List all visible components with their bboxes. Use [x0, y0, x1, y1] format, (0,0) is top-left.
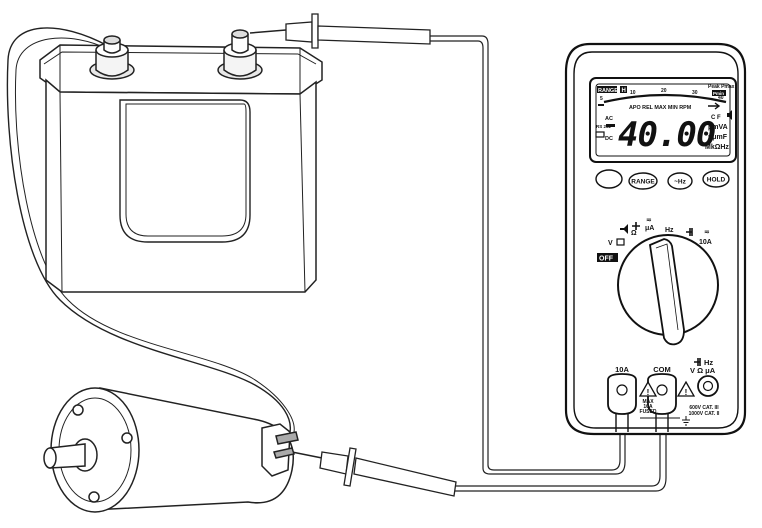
lcd-beep-icon [727, 110, 732, 120]
hz-button-label: ~Hz [674, 179, 686, 186]
range-button-label: RANGE [631, 179, 655, 186]
hold-button-label: HOLD [707, 177, 726, 184]
jack-cat-line1: 600V CAT. III [689, 405, 719, 411]
dial-continuity-icon [620, 224, 628, 234]
dial-hz-label: Hz [665, 227, 674, 234]
test-probe-upper [249, 13, 431, 49]
jack-max-line3: FUSED [640, 409, 657, 415]
lcd-h-flag: H [622, 88, 626, 94]
dial-ua-label: μA [645, 225, 654, 232]
dial-ohm-label: Ω [631, 230, 637, 237]
dial-capacitor-icon [686, 228, 693, 236]
digital-multimeter: RANGE H 5 10 20 30 40 Peak Pmax Pmin APO… [564, 42, 747, 436]
dial-diode-icon [632, 222, 640, 230]
black-lead-lower-inner [455, 430, 667, 492]
lcd-mode-row: APO REL MAX MIN RPM [629, 105, 692, 111]
capacitor-terminal-right [217, 29, 263, 80]
lcd-battery-icon [595, 131, 605, 138]
capacitor [39, 29, 323, 293]
lcd-dc-label: DC [605, 136, 613, 142]
input-jacks: 10A COM Hz V Ω μA ! ! MAX 10A FUSED [607, 358, 720, 432]
jack-cat-line2: 1000V CAT. II [689, 411, 720, 417]
lcd-arrow-icon [708, 102, 721, 110]
lcd-range-flag: RANGE [598, 88, 618, 94]
lcd-unit-nmf: nμmF [708, 134, 728, 141]
dial-off-label: OFF [599, 256, 614, 263]
meter-power-button[interactable] [595, 169, 623, 189]
dial-10a-label: 10A [699, 239, 712, 246]
lcd-ac-label: AC [605, 116, 613, 122]
hold-button[interactable]: HOLD [702, 170, 730, 188]
dial-v-ac-icon [616, 238, 625, 246]
range-button[interactable]: RANGE [628, 172, 658, 190]
lcd-scale-10: 10 [630, 90, 636, 96]
black-lead-lower [455, 430, 661, 487]
warning-triangle-right-icon [676, 380, 696, 397]
lcd-unit-mva: μmVA [708, 124, 728, 131]
capacitor-terminal-left [89, 35, 135, 80]
jack-vohm-label: V Ω μA [690, 366, 716, 375]
capacitor-panel [119, 99, 251, 243]
red-lead-upper-inner [430, 40, 626, 475]
electric-motor [43, 387, 299, 513]
selector-knob[interactable] [649, 238, 685, 346]
test-probe-lower [291, 447, 457, 497]
svg-text:!: ! [685, 388, 688, 397]
rotary-selector: Ω ≂ μA Hz ≂ 10A V OFF [597, 217, 719, 346]
lcd-side-label: RS 232 [596, 124, 612, 129]
capacitor-body [45, 78, 317, 293]
lcd-bargraph [603, 93, 727, 104]
lcd-unit-mkohz: MkΩHz [705, 144, 729, 151]
lcd-peak-label: Peak Pmax [708, 84, 735, 90]
ground-symbol-icon [682, 416, 690, 426]
jack-com-label: COM [653, 365, 671, 374]
lcd-scale-5: 5 [600, 96, 603, 102]
lcd-reading: 40.00 [618, 115, 715, 155]
lcd-scale-40: 40 [718, 95, 724, 101]
dial-v-label: V [608, 240, 613, 247]
dial-a-wave-symbol: ≂ [704, 229, 710, 236]
dial-wave-symbol: ≂ [646, 217, 652, 224]
lcd-scale-20: 20 [661, 88, 667, 94]
jack-max-line2: 10A [643, 404, 653, 410]
warning-triangle-left-icon [638, 380, 658, 397]
hz-button[interactable]: ~Hz [667, 172, 693, 190]
lcd-scale-30: 30 [692, 90, 698, 96]
meter-buttons: RANGE ~Hz HOLD [595, 169, 730, 190]
svg-text:!: ! [647, 388, 650, 397]
jack-hz-label: Hz [704, 358, 713, 367]
lcd-peak-sub: Pmin [713, 91, 724, 96]
lcd-display: RANGE H 5 10 20 30 40 Peak Pmax Pmin APO… [589, 77, 737, 163]
lcd-unit-cf: C F [711, 115, 721, 121]
jack-diode-icon [694, 358, 701, 366]
jack-max-line1: MAX [642, 399, 654, 405]
motor-to-capacitor-wire [6, 27, 292, 433]
red-lead-upper [430, 35, 621, 471]
jack-10a-label: 10A [615, 365, 629, 374]
